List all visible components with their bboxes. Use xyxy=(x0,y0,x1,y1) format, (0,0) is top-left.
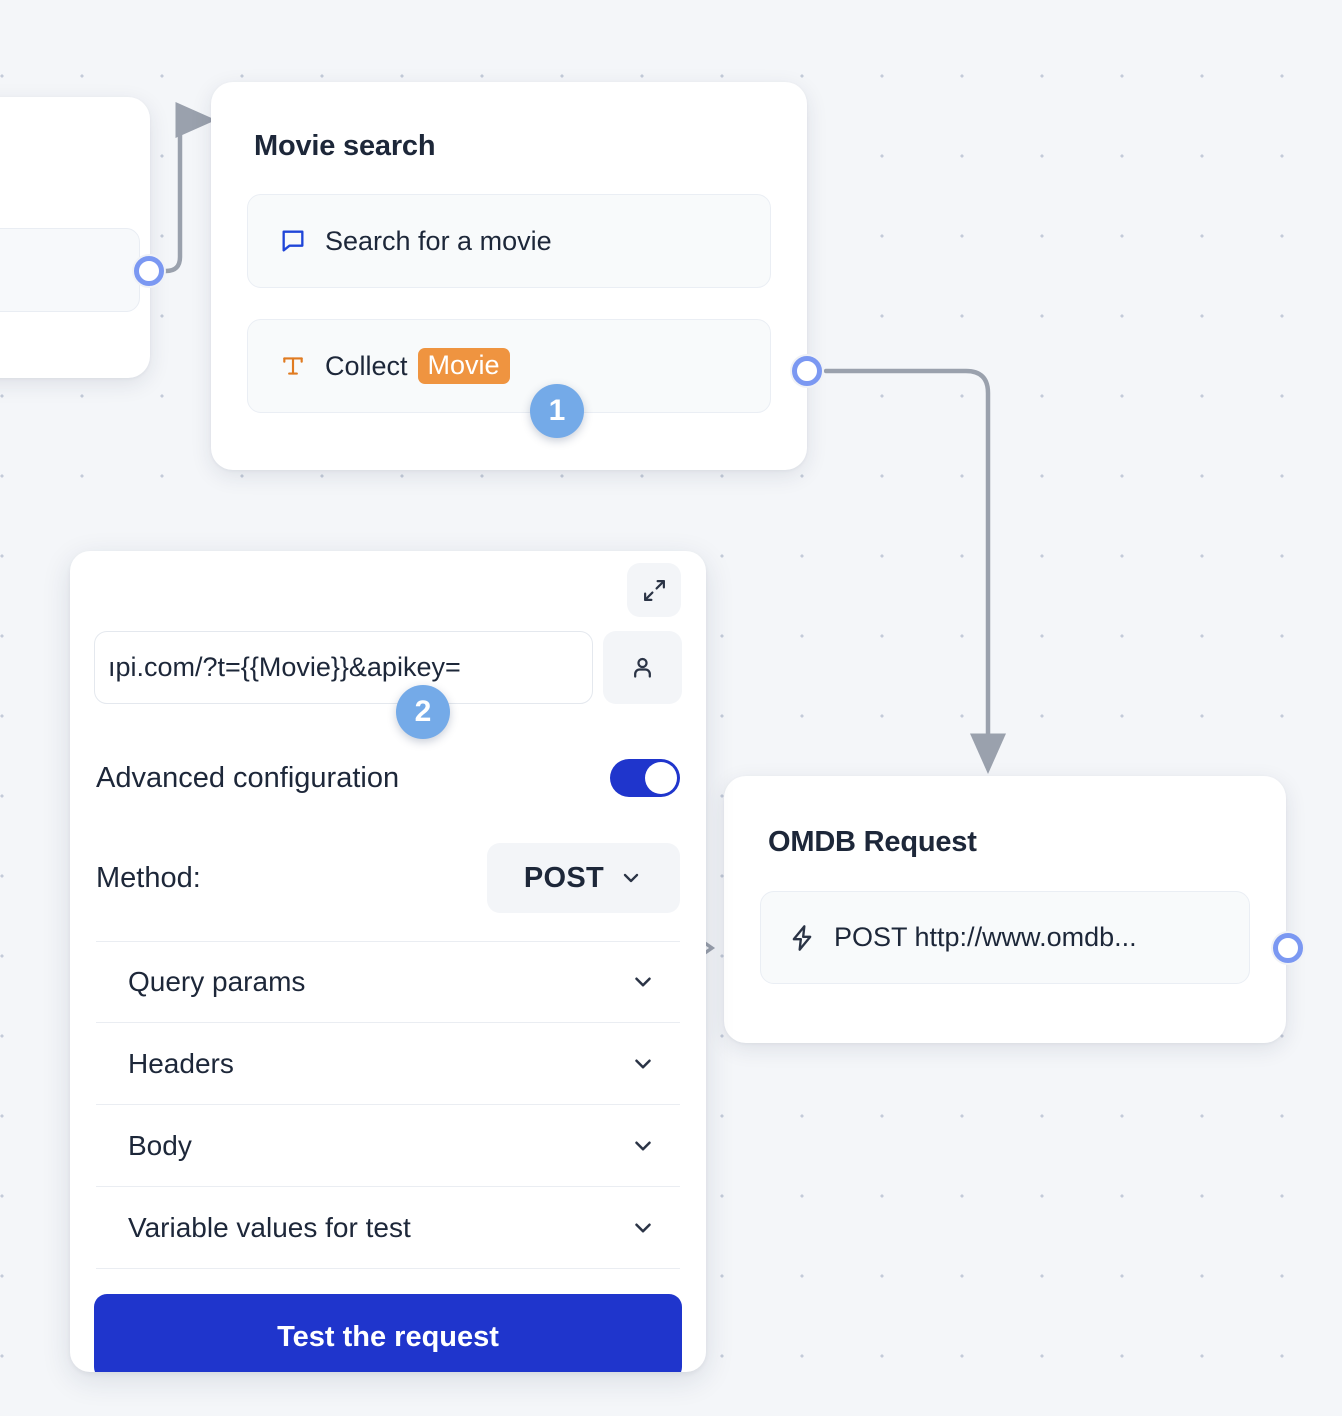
method-value: POST xyxy=(523,861,605,894)
movie-search-row-search[interactable]: Search for a movie xyxy=(247,194,771,288)
step-badge-2: 2 xyxy=(396,685,450,739)
message-bubble-icon xyxy=(278,226,308,256)
test-the-request-button[interactable]: Test the request xyxy=(94,1294,682,1372)
chevron-down-icon xyxy=(635,977,651,987)
text-t-icon xyxy=(278,351,308,381)
accordion-variable-values-label: Variable values for test xyxy=(128,1211,411,1243)
partial-node-row[interactable] xyxy=(0,228,140,312)
method-label: Method: xyxy=(96,861,201,894)
accordion-sections: Query params Headers Body Variable value… xyxy=(94,941,682,1269)
accordion-variable-values[interactable]: Variable values for test xyxy=(96,1187,680,1269)
partial-node-output-handle[interactable] xyxy=(132,254,166,288)
advanced-configuration-toggle[interactable] xyxy=(610,759,680,797)
movie-search-output-handle[interactable] xyxy=(790,354,824,388)
omdb-request-title: OMDB Request xyxy=(768,826,977,858)
person-icon[interactable] xyxy=(603,631,682,704)
advanced-configuration-label: Advanced configuration xyxy=(96,761,400,794)
movie-search-title: Movie search xyxy=(254,130,436,162)
chevron-down-icon xyxy=(635,1223,651,1232)
movie-search-row-collect-label: Collect xyxy=(325,350,408,381)
chevron-down-icon xyxy=(635,1059,651,1068)
chevron-down-icon xyxy=(635,1141,651,1150)
accordion-headers-label: Headers xyxy=(128,1047,234,1079)
chevron-down-icon xyxy=(623,873,639,883)
accordion-query-params-label: Query params xyxy=(128,966,306,997)
request-url-input[interactable] xyxy=(94,631,593,704)
omdb-request-row-post[interactable]: POST http://www.omdb... xyxy=(760,891,1250,984)
request-config-panel[interactable]: Advanced configuration Method: POST Quer… xyxy=(70,551,706,1372)
omdb-request-output-handle[interactable] xyxy=(1271,931,1305,965)
movie-search-row-search-label: Search for a movie xyxy=(325,225,552,256)
partial-node[interactable] xyxy=(0,97,150,378)
accordion-headers[interactable]: Headers xyxy=(96,1023,680,1105)
step-badge-1: 1 xyxy=(530,384,584,438)
method-select[interactable]: POST xyxy=(487,843,680,913)
method-row: Method: POST xyxy=(94,843,682,913)
movie-search-row-collect[interactable]: Collect Movie xyxy=(247,319,771,413)
variable-chip-movie[interactable]: Movie xyxy=(417,347,510,385)
accordion-body-label: Body xyxy=(128,1129,192,1161)
accordion-body[interactable]: Body xyxy=(96,1105,680,1187)
url-row[interactable] xyxy=(94,631,682,704)
expand-diagonal-icon[interactable] xyxy=(627,563,681,617)
omdb-request-node[interactable]: OMDB Request POST http://www.omdb... xyxy=(724,776,1286,1043)
omdb-request-row-post-label: POST http://www.omdb... xyxy=(834,922,1137,952)
lightning-bolt-icon xyxy=(787,923,817,953)
advanced-configuration-row[interactable]: Advanced configuration xyxy=(94,759,682,797)
accordion-query-params[interactable]: Query params xyxy=(96,941,680,1023)
movie-search-node[interactable]: Movie search Search for a movie Collect … xyxy=(211,82,807,470)
